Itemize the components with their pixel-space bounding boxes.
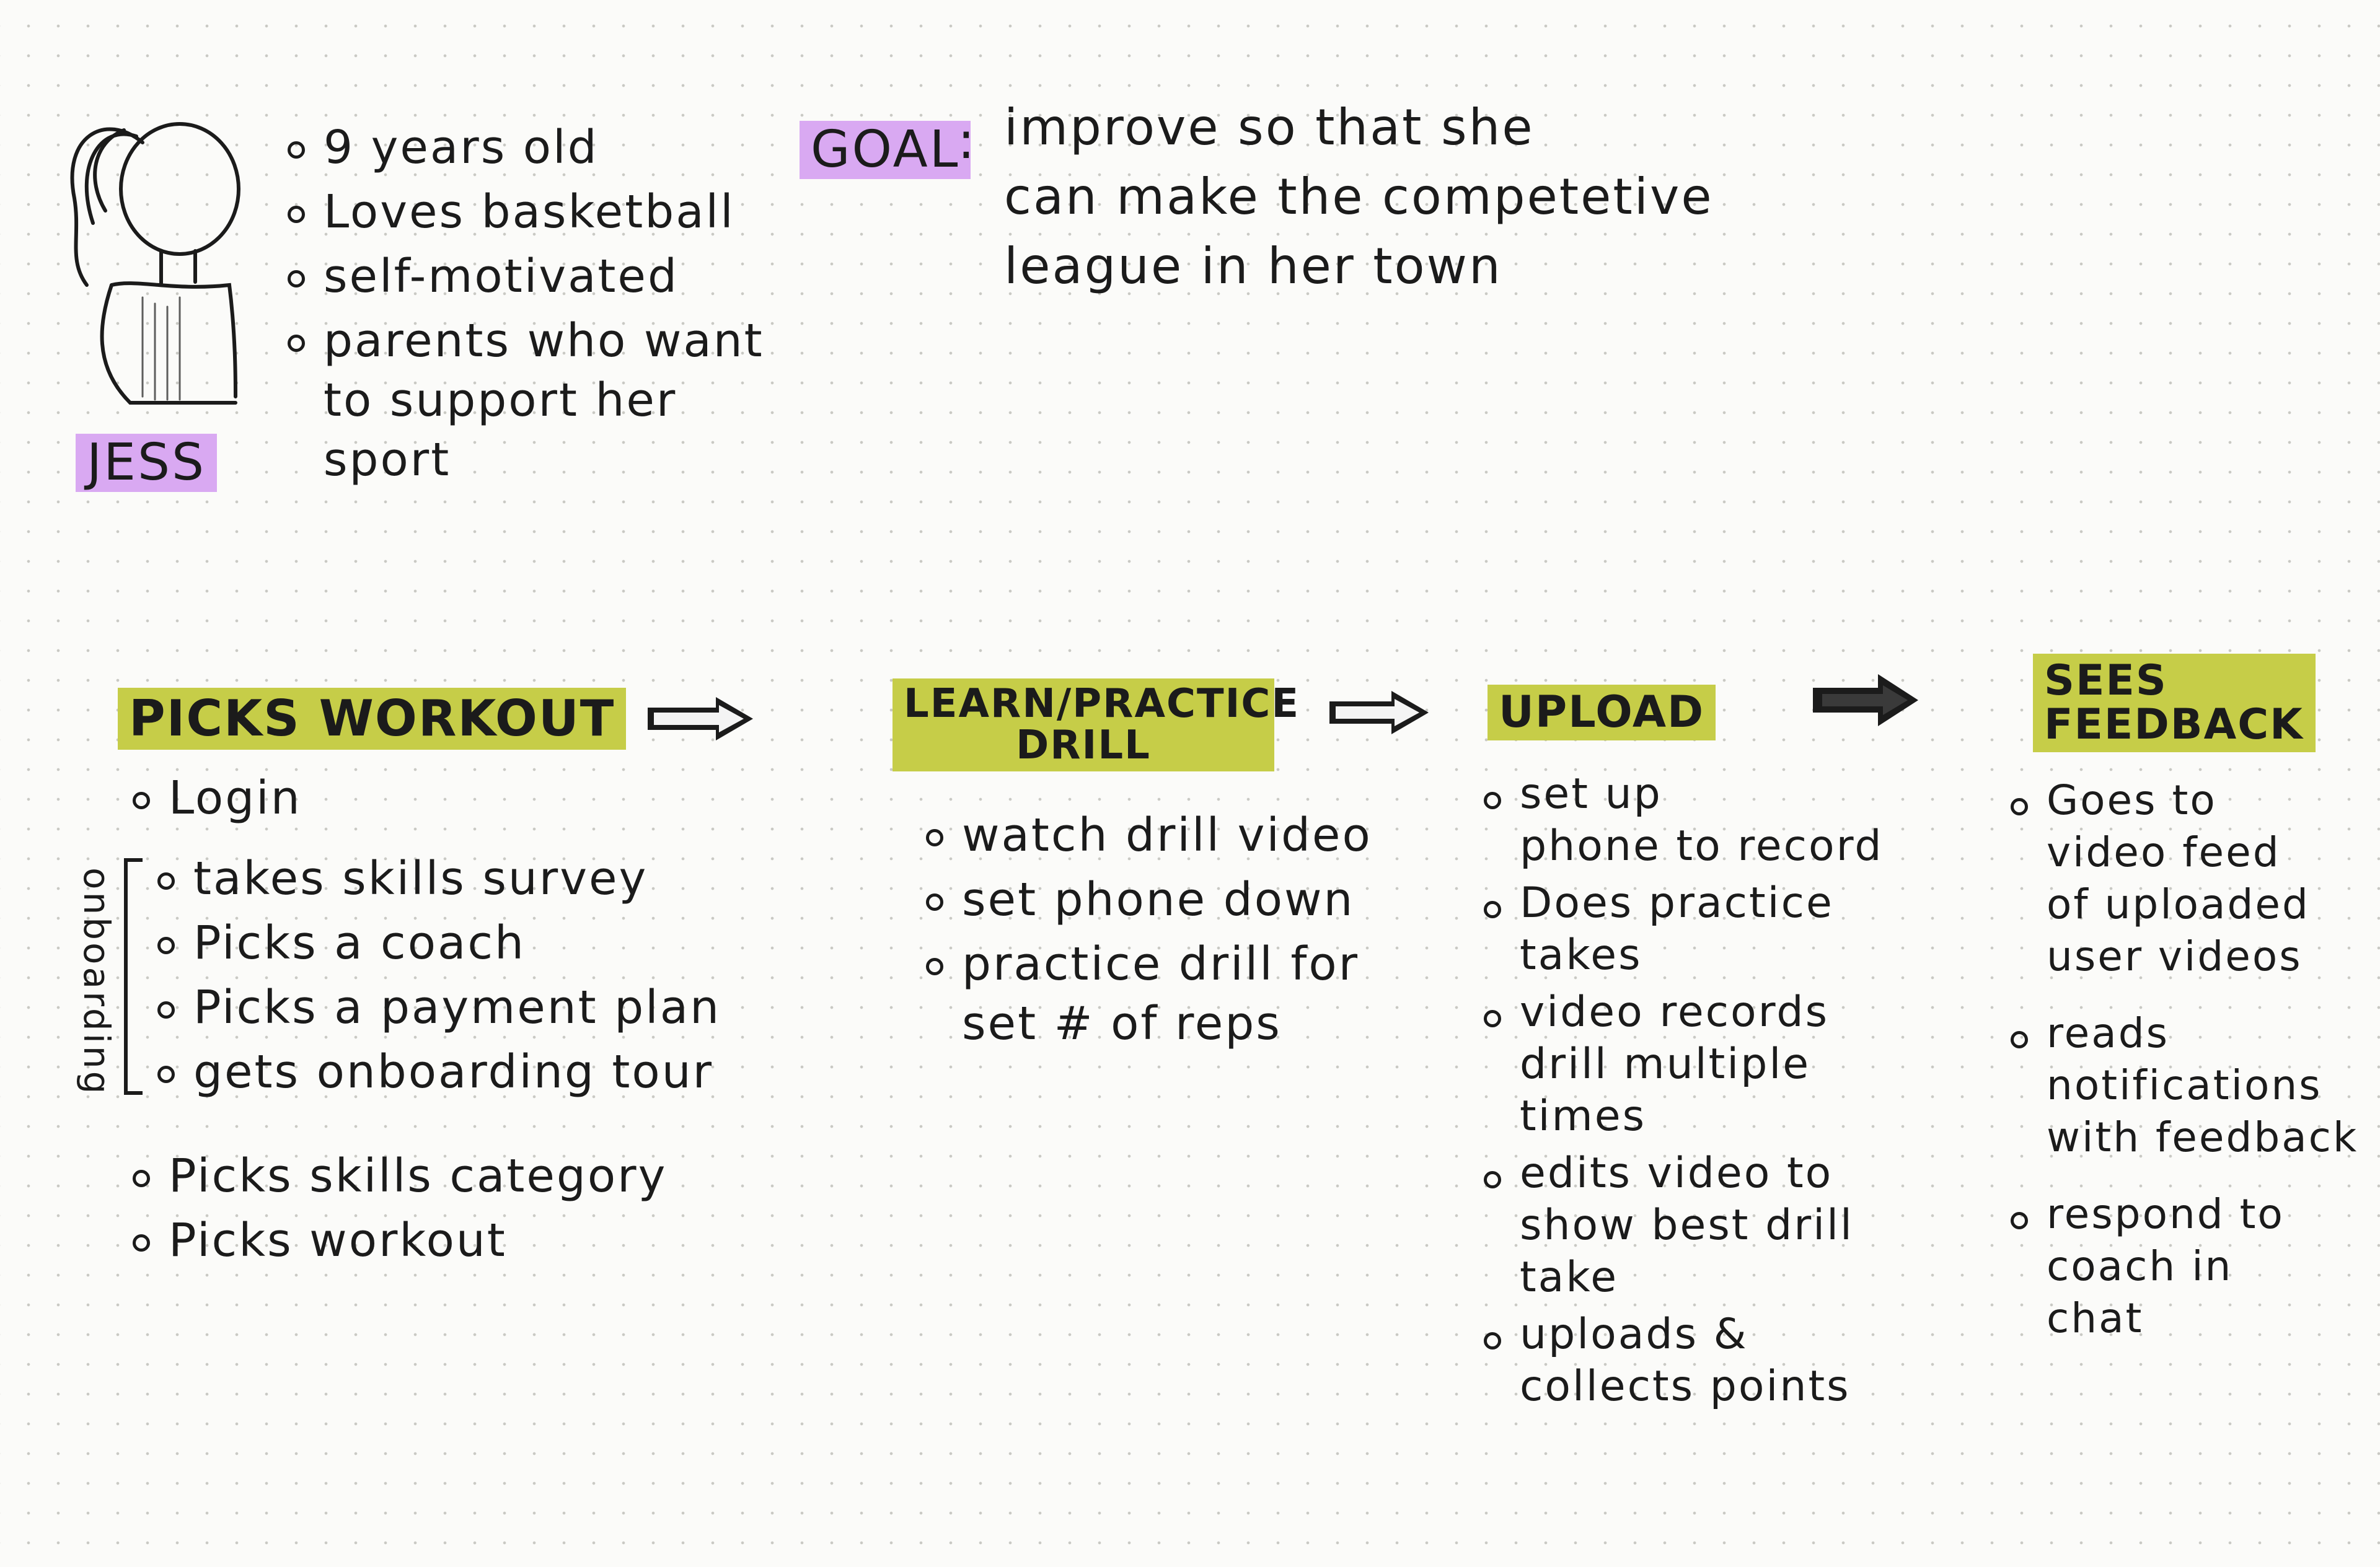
step-picks-workout-title: PICKS WORKOUT bbox=[118, 688, 627, 750]
persona-trait: parents who want to support her sport bbox=[285, 311, 818, 489]
list-item: Does practice takes bbox=[1481, 877, 1952, 981]
list-item: Picks skills category bbox=[130, 1146, 812, 1206]
list-item: uploads & collects points bbox=[1481, 1309, 1952, 1413]
onboarding-bracket bbox=[124, 858, 143, 1095]
persona-trait: Loves basketball bbox=[285, 182, 818, 242]
step-upload-title: UPLOAD bbox=[1488, 685, 1716, 740]
list-item: Login bbox=[130, 768, 688, 828]
persona-sketch bbox=[50, 99, 254, 421]
list-item: respond to coach in chat bbox=[2008, 1188, 2368, 1345]
step-picks-workout-list-top: Login bbox=[130, 768, 688, 833]
persona-traits: 9 years old Loves basketball self-motiva… bbox=[285, 118, 818, 494]
persona-trait: 9 years old bbox=[285, 118, 818, 177]
list-item: gets onboarding tour bbox=[155, 1042, 775, 1102]
step-picks-workout-onboarding-list: takes skills survey Picks a coach Picks … bbox=[155, 849, 775, 1107]
persona-trait: self-motivated bbox=[285, 247, 818, 306]
list-item: practice drill for set # of reps bbox=[923, 934, 1388, 1053]
step-picks-workout-list-bottom: Picks skills category Picks workout bbox=[130, 1146, 812, 1275]
list-item: Picks workout bbox=[130, 1211, 812, 1270]
goal-label: GOAL bbox=[800, 121, 971, 179]
arrow-right-icon bbox=[1326, 688, 1432, 737]
list-item: edits video to show best drill take bbox=[1481, 1148, 1952, 1304]
step-sees-feedback-list: Goes to video feed of uploaded user vide… bbox=[2008, 775, 2368, 1350]
list-item: watch drill video bbox=[923, 805, 1388, 865]
list-item: Picks a coach bbox=[155, 913, 775, 973]
list-item: set phone down bbox=[923, 870, 1388, 929]
step-learn-practice-list: watch drill video set phone down practic… bbox=[923, 805, 1388, 1058]
goal-text: improve so that she can make the compete… bbox=[1004, 99, 1714, 295]
goal-separator: : bbox=[958, 112, 977, 170]
girl-sketch-icon bbox=[70, 122, 240, 405]
step-sees-feedback-title: SEES FEEDBACK bbox=[2033, 654, 2316, 752]
step-upload-list: set up phone to record Does practice tak… bbox=[1481, 768, 1952, 1418]
arrow-right-icon bbox=[1810, 669, 1921, 731]
step-learn-practice-title: LEARN/PRACTICE DRILL bbox=[892, 678, 1298, 772]
list-item: video records drill multiple times bbox=[1481, 986, 1952, 1143]
list-item: Picks a payment plan bbox=[155, 978, 775, 1037]
arrow-right-icon bbox=[645, 694, 756, 744]
onboarding-label: onboarding bbox=[76, 867, 118, 1097]
list-item: takes skills survey bbox=[155, 849, 775, 908]
list-item: Goes to video feed of uploaded user vide… bbox=[2008, 775, 2368, 983]
list-item: set up phone to record bbox=[1481, 768, 1952, 872]
list-item: reads notifications with feedback bbox=[2008, 1007, 2368, 1164]
persona-name: JESS bbox=[76, 434, 218, 492]
